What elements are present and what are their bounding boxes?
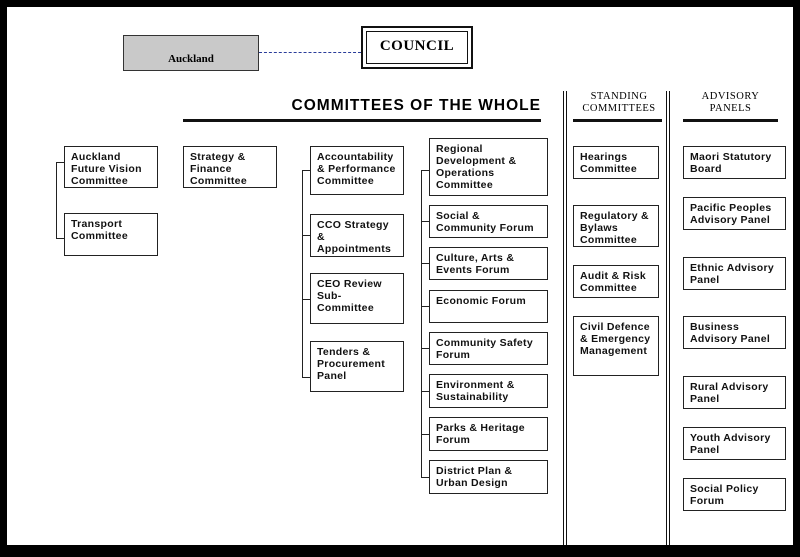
group-d-tick [421, 477, 429, 478]
forum-community-safety: Community Safety Forum [429, 332, 548, 365]
cotw-underline [183, 119, 541, 122]
auckland-box: Auckland [123, 35, 259, 71]
group-a-bracket [56, 162, 57, 239]
group-c-tick [302, 235, 310, 236]
standing-civil-defence: Civil Defence & Emergency Management [573, 316, 659, 376]
advisory-business: Business Advisory Panel [683, 316, 786, 349]
group-d-tick [421, 348, 429, 349]
committee-strategy-finance: Strategy & Finance Committee [183, 146, 277, 188]
standing-audit-risk: Audit & Risk Committee [573, 265, 659, 298]
advisory-underline [683, 119, 778, 122]
group-d-tick [421, 221, 429, 222]
dashed-connector [259, 52, 361, 53]
forum-social-community: Social & Community Forum [429, 205, 548, 238]
forum-district-plan-urban-design: District Plan & Urban Design [429, 460, 548, 494]
standing-hearings: Hearings Committee [573, 146, 659, 179]
group-d-tick [421, 391, 429, 392]
advisory-youth: Youth Advisory Panel [683, 427, 786, 460]
column-separator-1 [563, 91, 567, 545]
group-c-tick [302, 170, 310, 171]
committee-cco-strategy: CCO Strategy & Appointments [310, 214, 404, 257]
committee-accountability-performance: Accountability & Performance Committee [310, 146, 404, 195]
advisory-ethnic: Ethnic Advisory Panel [683, 257, 786, 290]
standing-heading-line1: STANDING [590, 91, 648, 102]
committee-regional-development: Regional Development & Operations Commit… [429, 138, 548, 196]
group-d-tick [421, 434, 429, 435]
group-d-tick [421, 170, 429, 171]
advisory-social-policy: Social Policy Forum [683, 478, 786, 511]
group-c-bracket [302, 170, 303, 378]
advisory-heading-line1: ADVISORY [701, 91, 760, 102]
group-a-tick [56, 238, 64, 239]
council-box: COUNCIL [361, 26, 473, 69]
council-label: COUNCIL [366, 31, 468, 64]
advisory-rural: Rural Advisory Panel [683, 376, 786, 409]
group-d-tick [421, 306, 429, 307]
committees-of-the-whole-heading: COMMITTEES OF THE WHOLE [291, 97, 541, 114]
group-c-tick [302, 377, 310, 378]
group-d-bracket [421, 170, 422, 477]
forum-economic: Economic Forum [429, 290, 548, 323]
column-separator-2 [666, 91, 670, 545]
committee-ceo-review: CEO Review Sub-Committee [310, 273, 404, 324]
group-c-tick [302, 299, 310, 300]
forum-parks-heritage: Parks & Heritage Forum [429, 417, 548, 451]
standing-regulatory-bylaws: Regulatory & Bylaws Committee [573, 205, 659, 247]
standing-heading-line2: COMMITTEES [582, 103, 656, 114]
forum-culture-arts-events: Culture, Arts & Events Forum [429, 247, 548, 280]
committee-tenders-procurement: Tenders & Procurement Panel [310, 341, 404, 392]
group-d-tick [421, 263, 429, 264]
group-a-tick [56, 162, 64, 163]
committee-auckland-future-vision: Auckland Future Vision Committee [64, 146, 158, 188]
org-chart: Auckland COUNCIL COMMITTEES OF THE WHOLE… [7, 7, 793, 545]
advisory-maori-statutory: Maori Statutory Board [683, 146, 786, 179]
committee-transport: Transport Committee [64, 213, 158, 256]
forum-environment-sustainability: Environment & Sustainability [429, 374, 548, 408]
advisory-panels-heading: ADVISORY PANELS [683, 91, 778, 115]
standing-committees-heading: STANDING COMMITTEES [573, 91, 665, 115]
standing-underline [573, 119, 662, 122]
advisory-heading-line2: PANELS [709, 103, 752, 114]
advisory-pacific-peoples: Pacific Peoples Advisory Panel [683, 197, 786, 230]
